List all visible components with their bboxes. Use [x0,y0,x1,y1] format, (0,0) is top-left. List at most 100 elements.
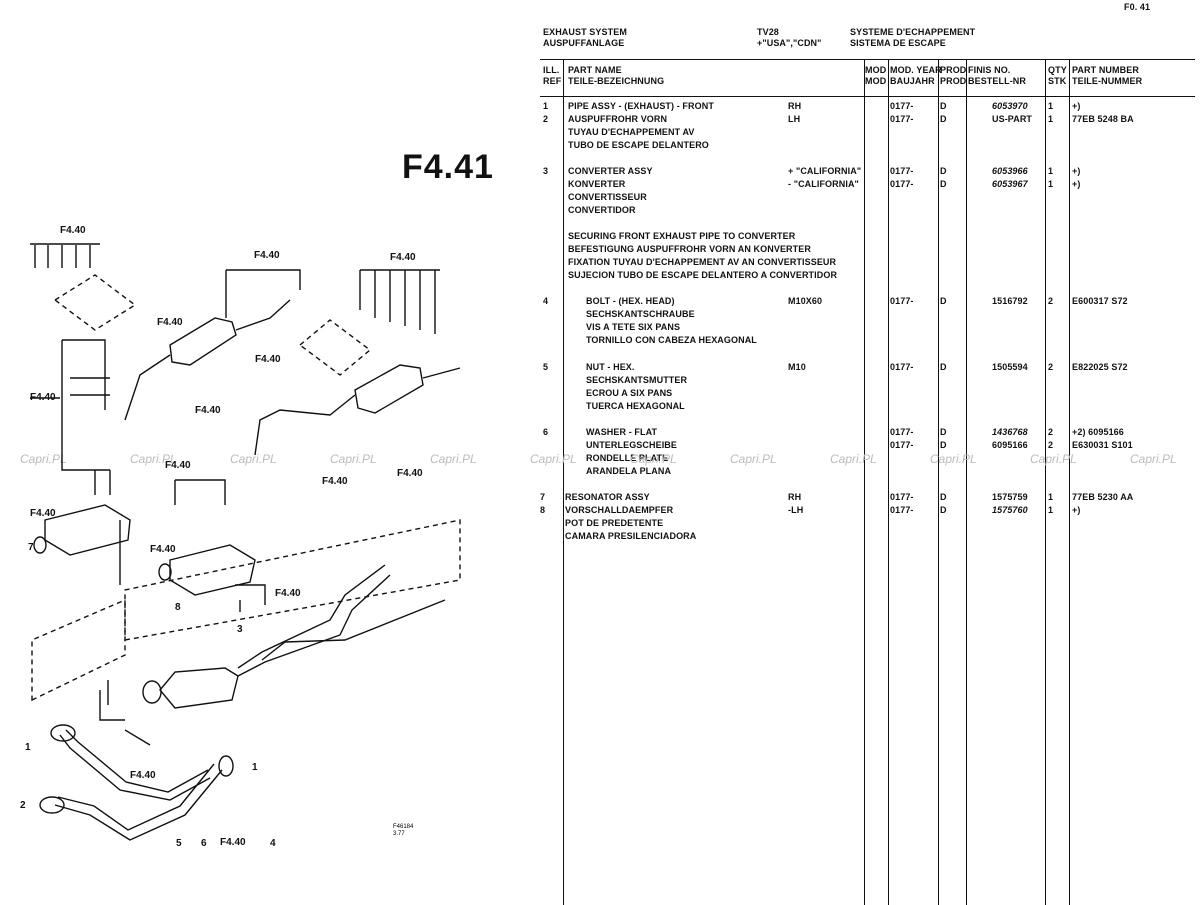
cell-year: 0177- [890,179,914,189]
cell-name: BOLT - (HEX. HEAD) [586,296,675,306]
resonator-rh [44,504,131,556]
callout-ref-f440: F4.40 [195,405,221,416]
cell-prod: D [940,427,947,437]
cell-ref: 4 [543,296,549,306]
cell-name: SUJECION TUBO DE ESCAPE DELANTERO A CONV… [568,270,838,280]
cell-name: TUYAU D'ECHAPPEMENT AV [568,127,695,137]
y-pipe [237,574,391,677]
cell-spec: M10X60 [788,296,823,306]
cell-spec: + "CALIFORNIA" [788,166,862,176]
cell-qty: 2 [1048,427,1054,437]
callout-ref-f440: F4.40 [60,225,86,236]
cell-ref: 6 [543,427,549,437]
callout-ref-f440: F4.40 [30,392,56,403]
cell-finis: 1516792 [992,296,1028,306]
cell-ref: 7 [540,492,546,502]
hardware-lower [99,680,151,746]
group-dash-1 [31,598,126,702]
cell-name: SECHSKANTSMUTTER [586,375,688,385]
cell-name: TUBO DE ESCAPE DELANTERO [568,140,709,150]
cell-name: CONVERTER ASSY [568,166,653,176]
cell-spec: LH [788,114,801,124]
cell-qty: 1 [1048,101,1054,111]
diagram-ref-number: 5 [176,838,182,849]
cell-qty: 1 [1048,505,1054,515]
cell-year: 0177- [890,427,914,437]
watermark-text: Capri.PL [830,452,877,466]
col-divider [1069,60,1070,905]
cell-name: PIPE ASSY - (EXHAUST) - FRONT [568,101,714,111]
col-divider [938,60,939,905]
cell-spec: M10 [788,362,806,372]
cell-year: 0177- [890,114,914,124]
cell-ref: 5 [543,362,549,372]
callout-ref-f440: F4.40 [30,508,56,519]
model-markets: +"USA","CDN" [757,38,822,48]
cell-finis: US-PART [992,114,1033,124]
cell-spec: -LH [788,505,804,515]
y-pipe-3 [261,599,446,661]
col-head-ill: ILL.REF [543,65,562,86]
diagram-ref-number: 6 [201,838,207,849]
cell-name: ECROU A SIX PANS [586,388,673,398]
cell-qty: 2 [1048,362,1054,372]
cell-pn: E822025 S72 [1072,362,1128,372]
front-pipe-lh-inner [57,763,215,831]
cell-year: 0177- [890,296,914,306]
callout-ref-f440: F4.40 [397,468,423,479]
front-pipe-lh [54,769,223,841]
callout-ref-f440: F4.40 [275,588,301,599]
tailpipe-left [235,299,291,331]
cell-name: TUERCA HEXAGONAL [586,401,685,411]
title-en: EXHAUST SYSTEM [543,27,627,37]
cell-name: UNTERLEGSCHEIBE [586,440,678,450]
diagram-ref-number: 8 [175,602,181,613]
diagram-ref-number: 7 [28,542,34,553]
watermark-text: Capri.PL [530,452,577,466]
col-divider [966,60,967,905]
cell-name: TORNILLO CON CABEZA HEXAGONAL [586,335,757,345]
cell-finis: 1575760 [992,505,1028,515]
cell-ref: 3 [543,166,549,176]
cell-name: CONVERTISSEUR [568,192,647,202]
watermark-text: Capri.PL [230,452,277,466]
callout-ref-f440: F4.40 [150,544,176,555]
cell-pn: +) [1072,166,1081,176]
cell-pn: +2) 6095166 [1072,427,1124,437]
cell-year: 0177- [890,166,914,176]
title-fr: SYSTEME D'ECHAPPEMENT [850,27,976,37]
hanger-brackets [30,243,100,268]
cell-name: KONVERTER [568,179,626,189]
cell-year: 0177- [890,505,914,515]
title-de: AUSPUFFANLAGE [543,38,625,48]
flange-1 [50,724,76,742]
watermark-text: Capri.PL [20,452,67,466]
callout-ref-f440: F4.40 [255,354,281,365]
diagram-ref-number: 1 [252,762,258,773]
model-code: TV28 [757,27,779,37]
callout-ref-f440: F4.40 [157,317,183,328]
callout-ref-f440: F4.40 [165,460,191,471]
callout-ref-f440: F4.40 [390,252,416,263]
watermark-text: Capri.PL [1030,452,1077,466]
watermark-text: Capri.PL [630,452,677,466]
cell-name: FIXATION TUYAU D'ECHAPPEMENT AV AN CONVE… [568,257,837,267]
cell-ref: 2 [543,114,549,124]
resonator-lh-end [158,563,172,581]
cell-finis: 1575759 [992,492,1028,502]
cell-prod: D [940,440,947,450]
rear-muffler-right [354,364,424,414]
table-top-rule [540,59,1195,60]
section-code: F4.41 [402,148,494,186]
cell-name: VIS A TETE SIX PANS [586,322,681,332]
cell-qty: 1 [1048,166,1054,176]
cell-name: POT DE PREDETENTE [565,518,664,528]
mid-pipe-left [124,354,171,421]
col-divider [563,60,564,905]
diagram-footnote: 3.77 [393,831,405,837]
cell-prod: D [940,492,947,502]
